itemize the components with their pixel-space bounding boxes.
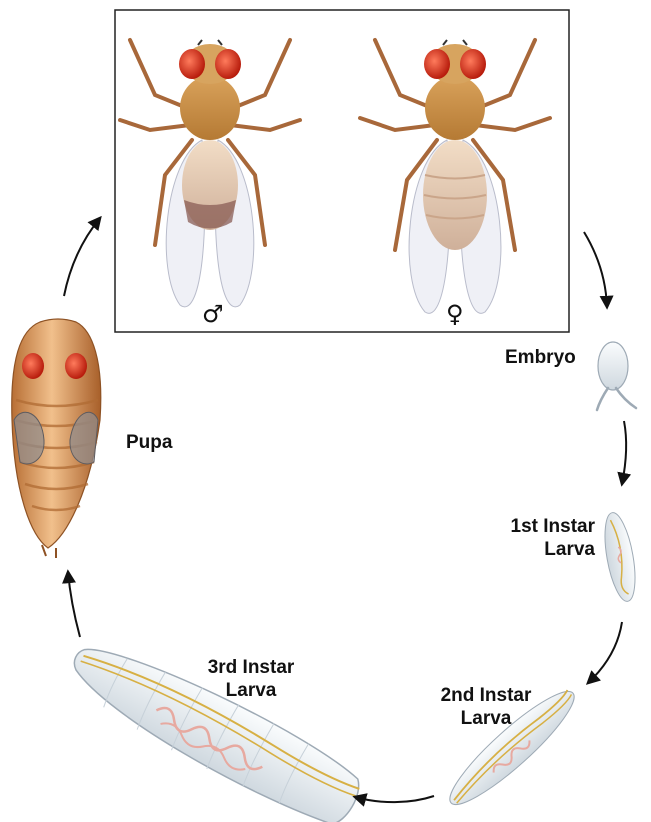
first-instar-larva-illustration (599, 510, 640, 603)
pupa-illustration (12, 319, 101, 558)
label-first-instar: 1st Instar Larva (509, 515, 595, 561)
arrow-pupa-to-adult (64, 218, 100, 296)
label-second-instar-line1: 2nd Instar (432, 684, 540, 707)
arrow-third-instar-to-pupa (68, 572, 80, 637)
arrow-embryo-to-first-instar (622, 421, 626, 484)
arrow-adult-to-embryo (584, 232, 607, 307)
label-first-instar-line1: 1st Instar (509, 515, 595, 538)
label-second-instar: 2nd Instar Larva (432, 684, 540, 730)
label-first-instar-line2: Larva (509, 538, 595, 561)
label-second-instar-line2: Larva (432, 707, 540, 730)
embryo-illustration (597, 342, 636, 410)
male-symbol: ♂ (202, 300, 224, 328)
arrow-first-to-second-instar (588, 622, 622, 683)
label-embryo: Embryo (505, 346, 576, 369)
label-third-instar-line1: 3rd Instar (197, 656, 305, 679)
label-third-instar: 3rd Instar Larva (197, 656, 305, 702)
female-symbol: ♀ (446, 300, 464, 328)
arrow-second-to-third-instar (355, 796, 434, 802)
label-third-instar-line2: Larva (197, 679, 305, 702)
label-pupa: Pupa (126, 431, 172, 454)
